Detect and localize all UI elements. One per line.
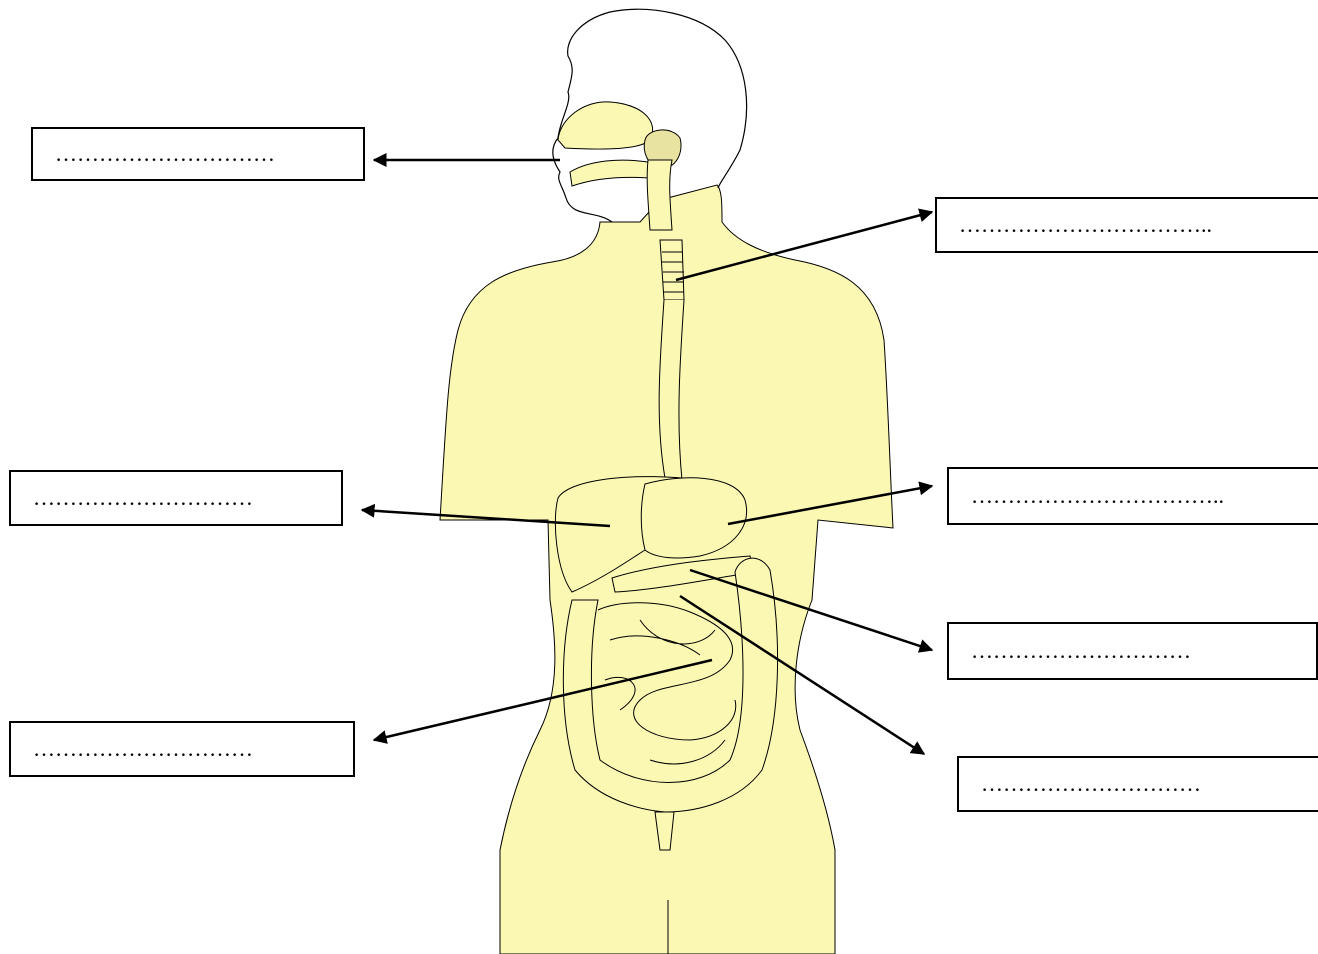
tongue [570,160,650,186]
label-large-intestine[interactable]: ………………………… [957,756,1318,812]
label-liver-text: ………………………… [33,487,253,509]
label-liver[interactable]: ………………………… [9,470,343,526]
label-oesophagus-text: …………………………….. [959,214,1212,236]
nasal-cavity [558,102,653,149]
label-mouth[interactable]: ………………………… [31,127,365,181]
label-stomach[interactable]: …………………………….. [947,467,1318,525]
label-oesophagus[interactable]: …………………………….. [935,197,1318,253]
body-silhouette [440,9,893,954]
label-stomach-text: …………………………….. [971,485,1224,507]
trachea-rings [660,240,684,300]
label-pancreas[interactable]: ………………………… [947,622,1318,680]
label-small-intestine[interactable]: ………………………… [9,721,355,777]
label-large-intestine-text: ………………………… [981,773,1201,795]
label-mouth-text: ………………………… [55,143,275,165]
label-pancreas-text: ………………………… [971,640,1191,662]
throat [647,160,672,230]
label-small-intestine-text: ………………………… [33,738,253,760]
